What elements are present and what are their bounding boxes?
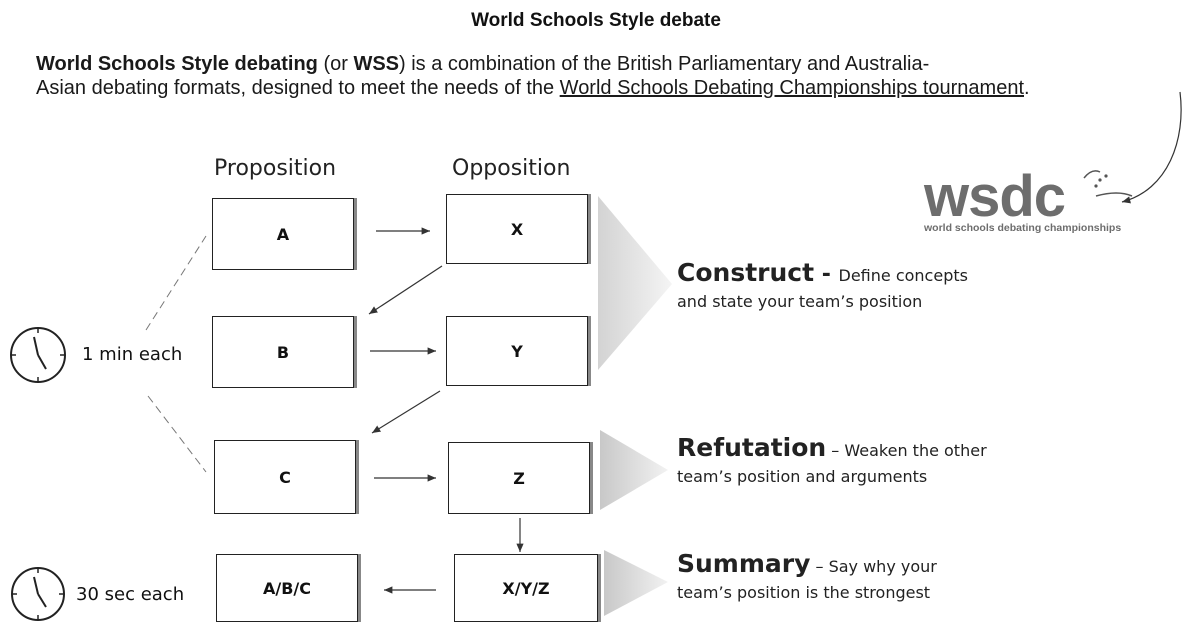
wsdc-link[interactable]: World Schools Debating Championships tou…	[559, 77, 1024, 99]
stage-desc: and state your team’s position	[677, 292, 923, 311]
intro-paragraph: World Schools Style debating (or WSS) is…	[36, 52, 1186, 100]
intro-text: .	[1024, 77, 1030, 99]
stage-summary: Summary – Say why your team’s position i…	[677, 551, 937, 606]
timer-bracket-top	[145, 235, 207, 331]
wss-term: World Schools Style debating	[36, 53, 318, 75]
wsdc-logo: wsdc world schools debating championship…	[924, 168, 1192, 248]
logo-subtitle: world schools debating championships	[924, 222, 1122, 234]
summary-opp-box: X/Y/Z	[454, 554, 598, 622]
link-to-logo-arrow	[1121, 91, 1182, 204]
page-title: World Schools Style debate	[471, 10, 721, 31]
summary-fan-shape	[604, 550, 668, 616]
timer-bracket-bottom	[147, 395, 207, 473]
intro-text: ) is a combination of the British Parlia…	[399, 53, 930, 75]
opposition-heading: Opposition	[452, 156, 571, 181]
stage-sep: -	[814, 262, 839, 287]
wsdc-swoosh-icon	[1083, 170, 1133, 197]
speaker-z-box: Z	[448, 442, 590, 514]
timer-label-30sec: 30 sec each	[76, 584, 185, 605]
speaker-y-box: Y	[446, 316, 588, 386]
stage-construct: Construct - Define concepts and state yo…	[677, 260, 968, 315]
arrow-y-to-c	[371, 390, 441, 434]
stage-desc: Define concepts	[838, 266, 968, 285]
stage-desc: Say why your	[828, 557, 937, 576]
timer-label-1min: 1 min each	[82, 344, 183, 365]
stage-desc: Weaken the other	[844, 441, 987, 460]
clock-icon	[11, 567, 65, 621]
logo-wordmark: wsdc	[924, 164, 1066, 229]
stage-sep: –	[826, 441, 845, 460]
construct-fan-shape	[598, 196, 672, 370]
speaker-x-box: X	[446, 194, 588, 264]
wss-abbrev: WSS	[353, 53, 400, 75]
clock-icon	[10, 327, 66, 383]
intro-text: (or	[317, 53, 354, 75]
stage-heading: Refutation	[677, 433, 827, 462]
stage-desc: team’s position and arguments	[677, 467, 928, 486]
stage-refutation: Refutation – Weaken the other team’s pos…	[677, 435, 987, 490]
stage-heading: Construct	[677, 258, 815, 287]
proposition-heading: Proposition	[214, 156, 337, 181]
summary-prop-box: A/B/C	[216, 554, 358, 622]
intro-line-1: World Schools Style debating (or WSS) is…	[36, 52, 1186, 76]
stage-desc: team’s position is the strongest	[677, 583, 931, 602]
intro-text: Asian debating formats, designed to meet…	[36, 77, 560, 99]
stage-sep: –	[810, 557, 829, 576]
stage-heading: Summary	[677, 549, 811, 578]
intro-line-2: Asian debating formats, designed to meet…	[36, 76, 1186, 100]
speaker-c-box: C	[214, 440, 356, 514]
speaker-a-box: A	[212, 198, 354, 270]
speaker-b-box: B	[212, 316, 354, 388]
refutation-fan-shape	[600, 430, 668, 510]
arrow-x-to-b	[368, 265, 443, 315]
